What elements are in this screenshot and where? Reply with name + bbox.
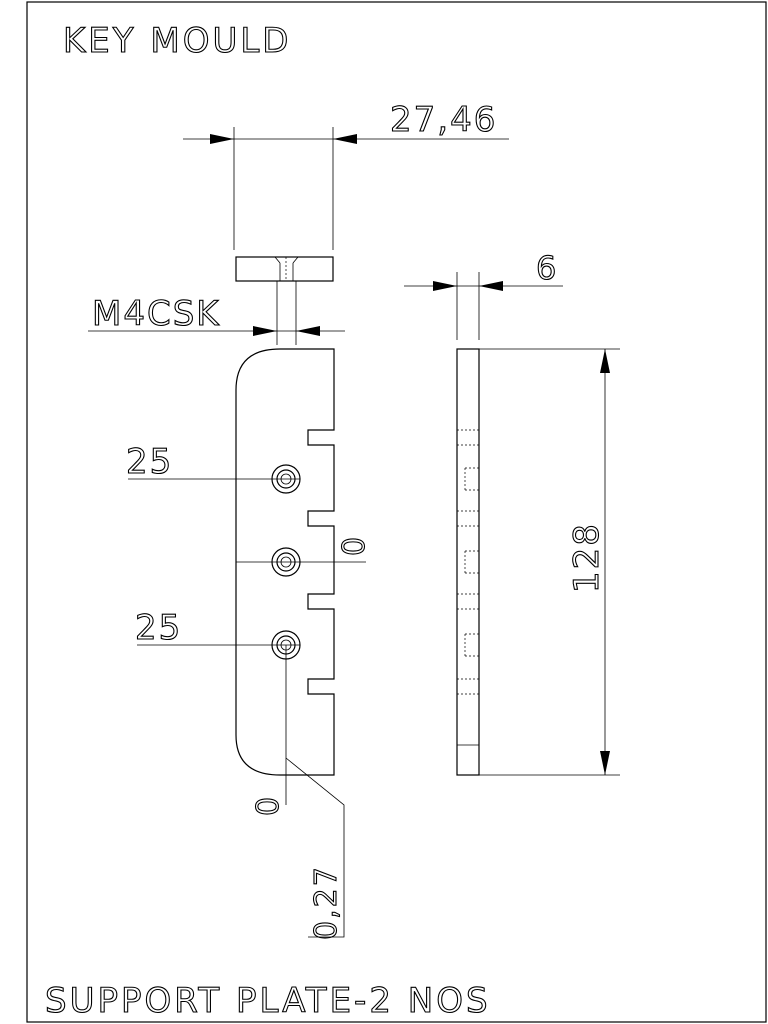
dim-hole-lower-offset: 25 — [135, 608, 182, 648]
drawing-footer: SUPPORT PLATE-2 NOS — [45, 981, 491, 1021]
dim-bottom-datum: 0 — [251, 797, 286, 816]
top-view: 27,46 — [183, 99, 509, 282]
dim-edge-offset: 0,27 — [309, 865, 344, 940]
front-view: 25 25 0 0 0,27 — [125, 348, 373, 941]
side-view-plate — [456, 348, 480, 776]
top-view-plate — [235, 256, 334, 282]
front-view-outline — [235, 348, 335, 776]
side-view: 6 128 — [404, 248, 620, 776]
dim-top-width: 27,46 — [390, 100, 497, 140]
dim-length: 128 — [567, 522, 607, 593]
dim-hole-datum: 0 — [337, 537, 372, 556]
dim-hole-callout: M4CSK — [92, 294, 221, 334]
dim-hole-upper-offset: 25 — [126, 442, 173, 482]
drawing-title: KEY MOULD — [63, 21, 291, 61]
sheet-border — [26, 1, 767, 1023]
dim-thickness: 6 — [536, 249, 556, 287]
m4csk-callout: M4CSK — [88, 281, 345, 345]
